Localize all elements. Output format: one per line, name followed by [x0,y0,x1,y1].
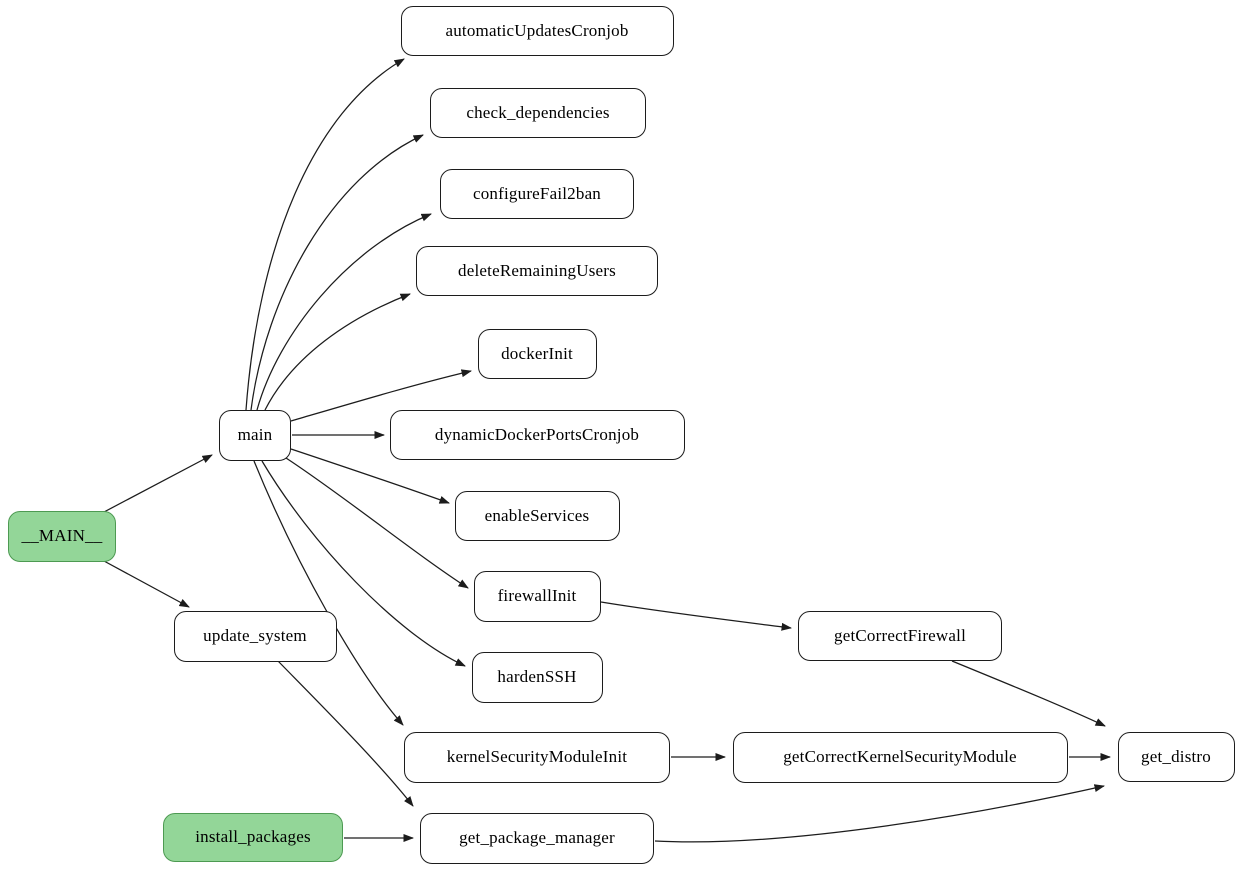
node-label: dynamicDockerPortsCronjob [434,425,640,444]
node-label: get_package_manager [459,828,615,847]
node-label: enableServices [484,506,590,525]
node-getCorrectKernelSecurityModule: getCorrectKernelSecurityModule [732,731,1068,783]
edge-main-to-firewallInit [285,457,469,589]
edge-firewallInit-to-getCorrectFirewall [600,601,792,631]
node-dynamicDockerPortsCronjob: dynamicDockerPortsCronjob [389,410,685,460]
node-update_system: update_system [173,610,337,662]
node-label: deleteRemainingUsers [458,261,616,280]
node-label: hardenSSH [497,667,577,686]
node-enableServices: enableServices [454,491,620,541]
node-label: automaticUpdatesCronjob [445,21,629,40]
node-main: main [219,409,291,461]
node-check_dependencies: check_dependencies [430,88,646,138]
edge-main-to-check_dependencies [250,134,424,411]
edge-update_system-to-get_package_manager [277,660,414,807]
node-label: check_dependencies [466,103,610,122]
node-label: configureFail2ban [472,184,602,203]
node-label: get_distro [1141,747,1211,766]
edge-main-to-dockerInit [290,369,472,422]
edge-__MAIN__-to-update_system [103,560,190,608]
edge-__MAIN__-to-main [103,454,213,513]
node-get_distro: get_distro [1117,732,1235,782]
node-install_packages: install_packages [163,812,343,862]
edge-getCorrectFirewall-to-get_distro [951,660,1106,727]
node-label: getCorrectKernelSecurityModule [783,747,1017,766]
edge-main-to-hardenSSH [261,460,466,667]
edge-get_package_manager-to-get_distro [654,784,1105,843]
node-label: firewallInit [497,586,577,605]
node-dockerInit: dockerInit [477,329,597,379]
node-kernelSecurityModuleInit: kernelSecurityModuleInit [404,731,670,783]
edge-main-to-enableServices [290,448,450,504]
edges-group [103,58,1111,843]
edge-main-to-automaticUpdatesCronjob [245,58,405,411]
edge-main-to-kernelSecurityModuleInit [253,460,404,726]
node-deleteRemainingUsers: deleteRemainingUsers [416,246,658,296]
node-label: update_system [203,626,307,645]
node-label: kernelSecurityModuleInit [446,747,628,766]
node-label: install_packages [195,827,311,846]
node-label: __MAIN__ [21,526,103,545]
node-hardenSSH: hardenSSH [471,651,603,703]
edge-main-to-deleteRemainingUsers [264,293,411,411]
node-getCorrectFirewall: getCorrectFirewall [798,611,1002,661]
edge-main-to-configureFail2ban [256,213,432,411]
node-get_package_manager: get_package_manager [420,812,654,864]
node-label: dockerInit [501,344,573,363]
node-label: getCorrectFirewall [834,626,966,645]
node-configureFail2ban: configureFail2ban [440,169,634,219]
node-__MAIN__: __MAIN__ [8,510,116,562]
node-firewallInit: firewallInit [473,570,601,622]
node-automaticUpdatesCronjob: automaticUpdatesCronjob [400,6,674,56]
node-label: main [237,425,273,444]
